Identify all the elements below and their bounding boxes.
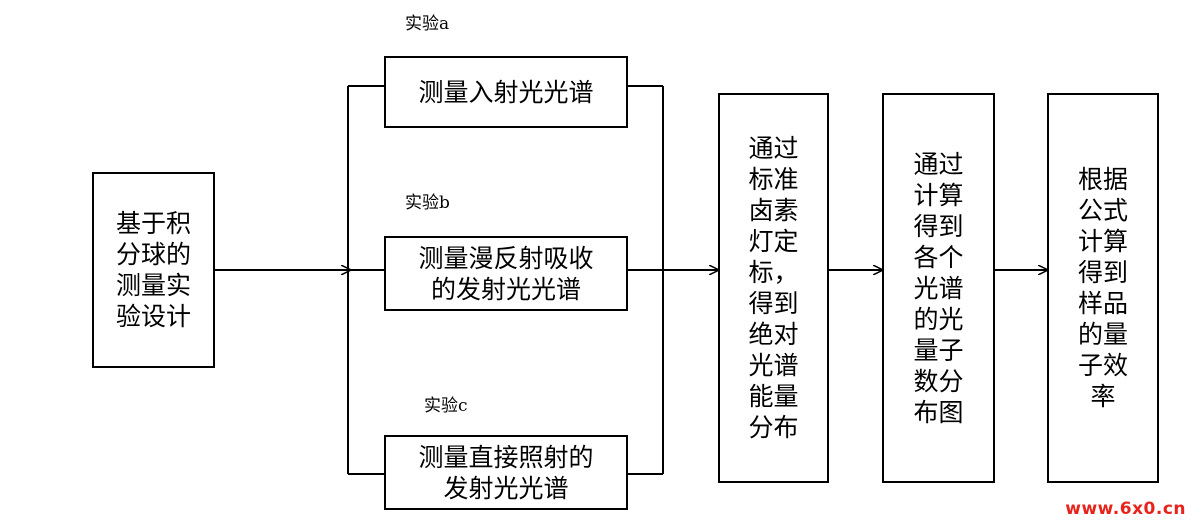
step-calibration-box: 通过 标准 卤素 灯定 标， 得到 绝对 光谱 能量 分布 <box>718 93 829 483</box>
step-photon-distribution-box: 通过 计算 得到 各个 光谱 的光 量子 数分 布图 <box>882 93 995 483</box>
watermark-text: www.6x0.cn <box>1065 499 1186 519</box>
step-photon-distribution-text: 通过 计算 得到 各个 光谱 的光 量子 数分 布图 <box>913 149 964 427</box>
step-calibration-text: 通过 标准 卤素 灯定 标， 得到 绝对 光谱 能量 分布 <box>748 134 799 442</box>
experiment-c-label: 实验c <box>424 396 468 416</box>
start-box: 基于积 分球的 测量实 验设计 <box>92 172 215 368</box>
start-box-text: 基于积 分球的 测量实 验设计 <box>115 209 191 331</box>
step-quantum-efficiency-text: 根据 公式 计算 得到 样品 的量 子效 率 <box>1077 165 1128 411</box>
experiment-c-text: 测量直接照射的 发射光光谱 <box>418 442 594 503</box>
experiment-a-text: 测量入射光光谱 <box>418 77 594 107</box>
step-quantum-efficiency-box: 根据 公式 计算 得到 样品 的量 子效 率 <box>1047 93 1159 483</box>
experiment-b-box: 测量漫反射吸收 的发射光光谱 <box>384 236 628 311</box>
experiment-b-label: 实验b <box>405 193 450 213</box>
experiment-c-box: 测量直接照射的 发射光光谱 <box>384 435 628 510</box>
experiment-a-box: 测量入射光光谱 <box>384 56 628 128</box>
experiment-a-label: 实验a <box>405 14 450 34</box>
experiment-b-text: 测量漫反射吸收 的发射光光谱 <box>418 243 594 304</box>
